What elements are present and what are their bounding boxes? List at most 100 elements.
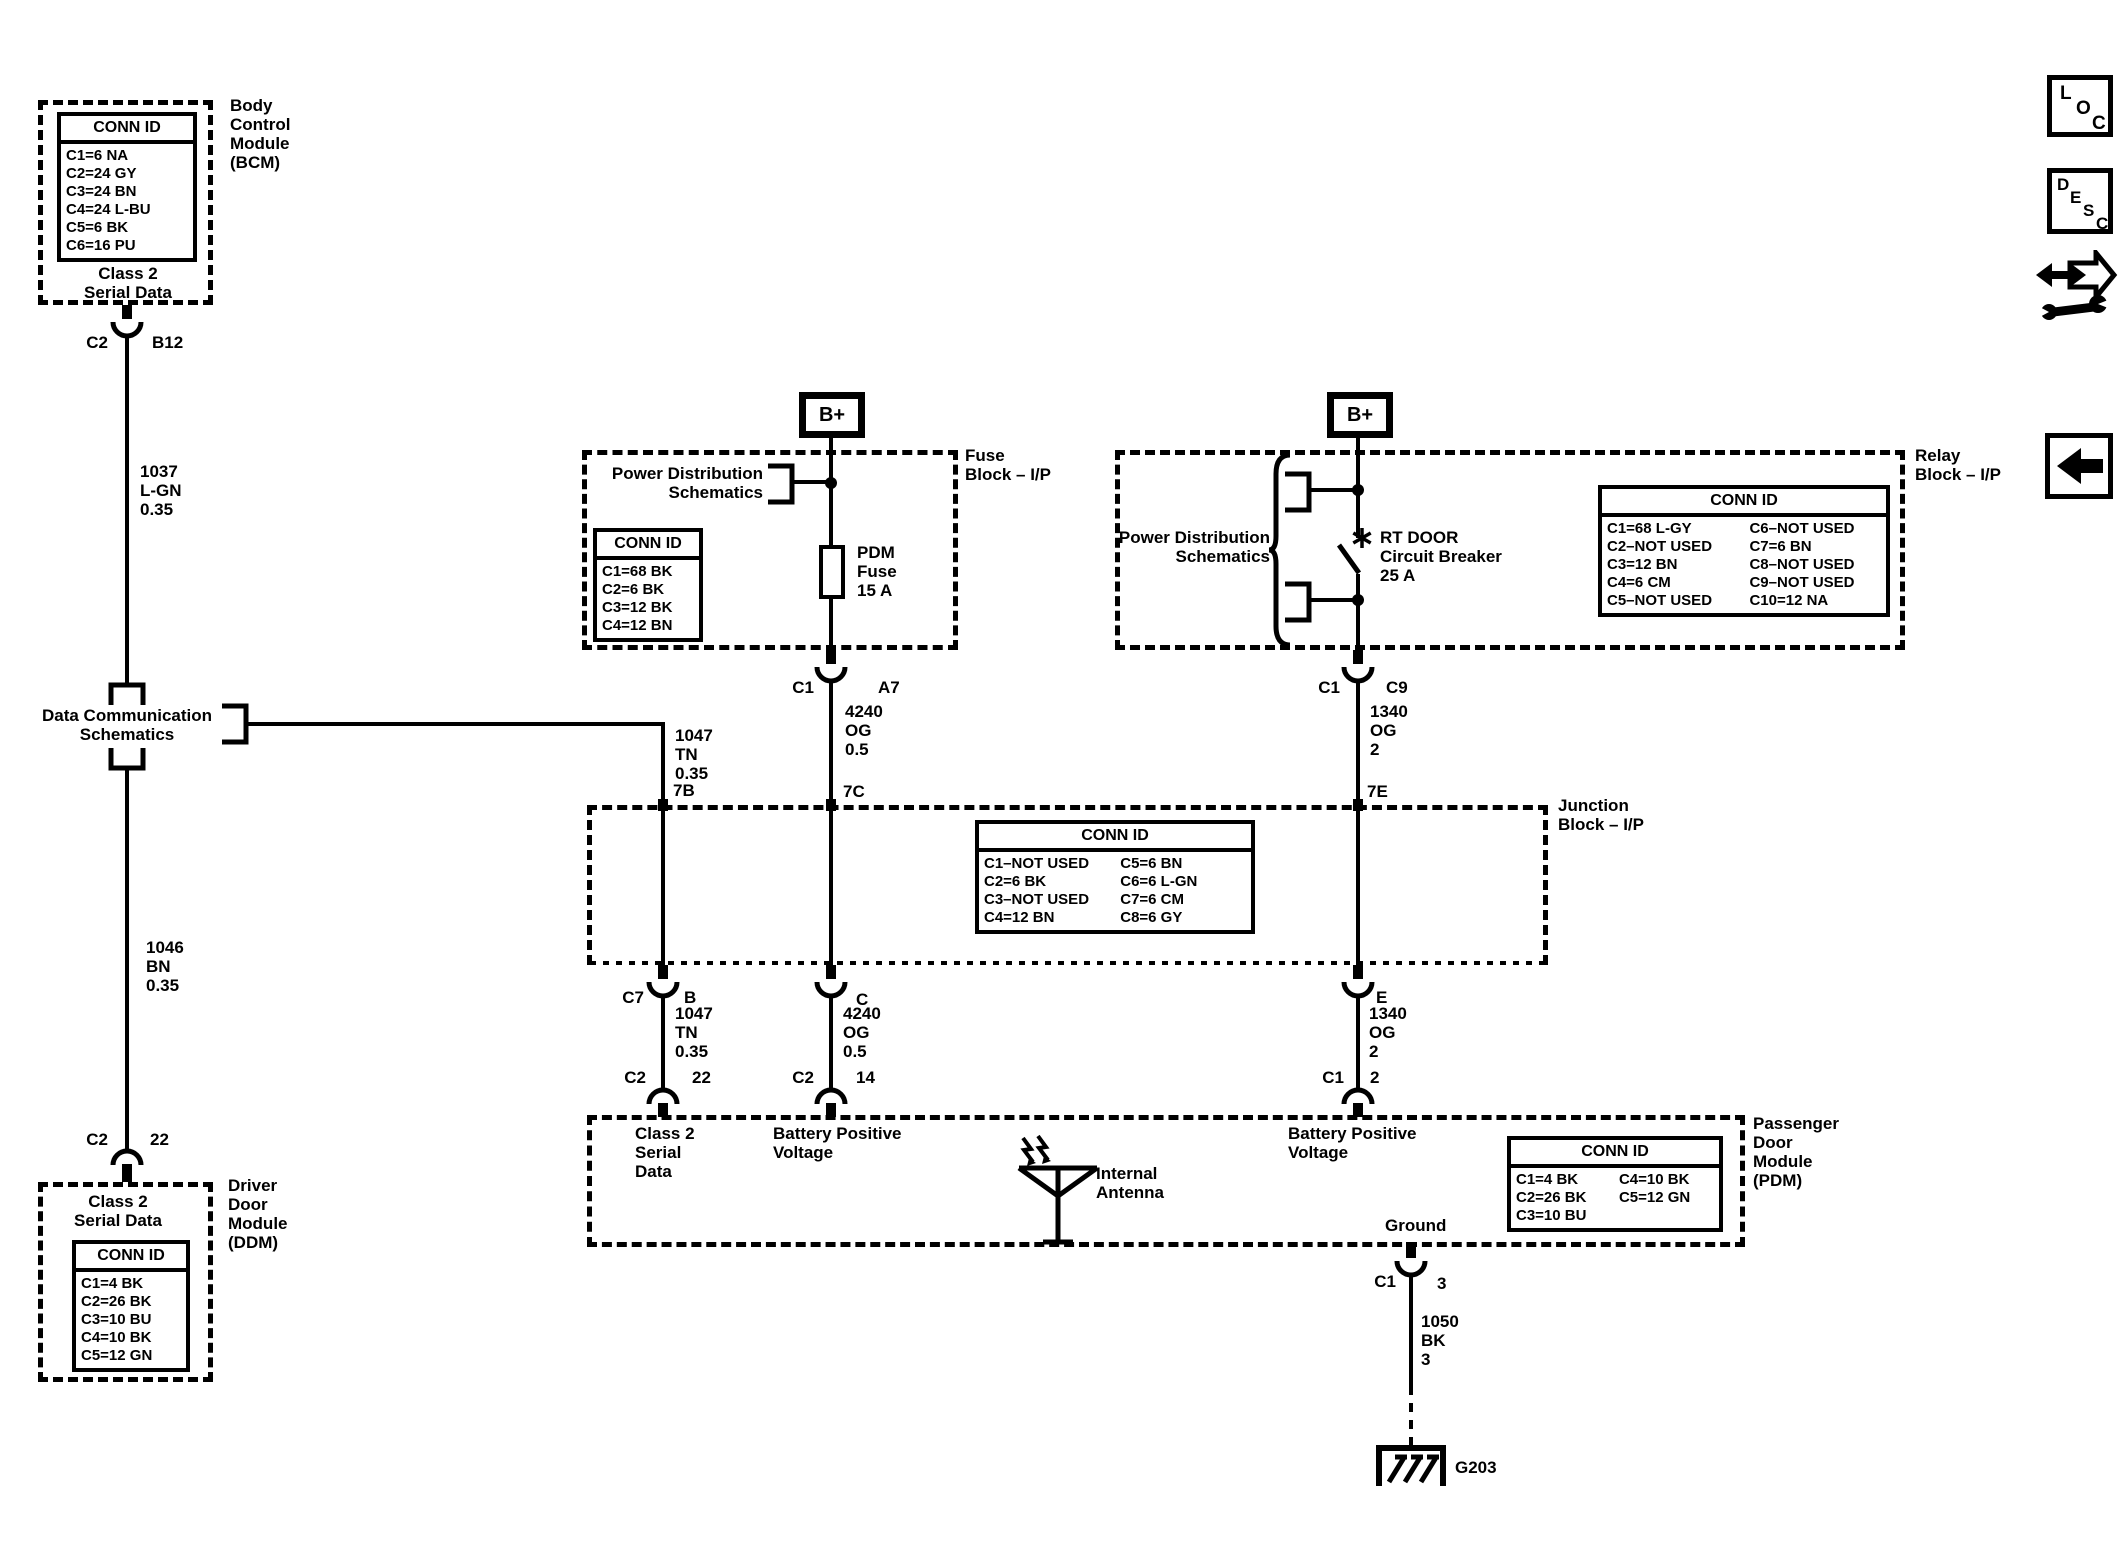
loc-icon[interactable]: L O C — [2047, 75, 2113, 137]
junction-entry-tick-right — [1353, 799, 1363, 811]
relay-pin-label-c9: C9 — [1386, 678, 1408, 697]
junction-exit-stub-right — [1353, 965, 1363, 979]
wire-1050-segment — [1409, 1274, 1413, 1386]
pdm-pin-label-c1: C1 — [1322, 1068, 1344, 1087]
wire-4240-lower-segment — [829, 996, 833, 1090]
pdm-module-box — [587, 1115, 1745, 1247]
junction-entry-tick-mid — [826, 799, 836, 811]
fuse-out-connector-stub — [826, 650, 836, 664]
ddm-pin-label-22: 22 — [150, 1130, 169, 1149]
ground-pin-label-3: 3 — [1437, 1274, 1447, 1293]
dcs-bracket-top-icon — [108, 682, 146, 705]
relay-block-box — [1115, 450, 1905, 650]
bcm-module-box — [38, 100, 213, 305]
bcm-conn-id-header: CONN ID — [61, 116, 193, 144]
conn-id-row: C4=24 L-BU — [66, 201, 151, 218]
internal-antenna-icon — [1017, 1134, 1099, 1245]
desc-letter-e: E — [2070, 188, 2082, 207]
ground-symbol-g203 — [1376, 1445, 1446, 1486]
relay-out-connector-stub — [1353, 650, 1363, 664]
junction-pin-label-c7: C7 — [622, 988, 644, 1007]
back-arrow-icon[interactable] — [2045, 433, 2113, 499]
junction-pin-label-c: C — [856, 990, 869, 1009]
fuse-pds-tap-wire — [790, 480, 831, 484]
b-plus-label-fuse: B+ — [818, 403, 846, 426]
wire-1050-dashed-segment — [1409, 1386, 1413, 1446]
relay-tap-bracket-bottom-icon — [1283, 580, 1315, 624]
junction-block-bottom-edge — [590, 961, 1545, 965]
b-plus-label-relay: B+ — [1346, 403, 1374, 426]
conn-id-row: C3=24 BN — [66, 183, 137, 200]
desc-letter-c: C — [2096, 214, 2109, 233]
bcm-pin-label-c2: C2 — [86, 333, 108, 352]
grid-ref-7e: 7E — [1367, 782, 1388, 801]
relay-tap-wire-top — [1307, 488, 1358, 492]
loc-letter-l: L — [2060, 83, 2072, 104]
conn-id-row: C2=26 BK — [81, 1293, 152, 1310]
junction-block-box — [587, 805, 1548, 965]
wiring-repair-icon[interactable] — [2036, 250, 2120, 324]
desc-icon[interactable]: D E S C — [2047, 168, 2113, 234]
conn-id-row: C1=68 BK — [602, 563, 673, 580]
conn-id-row: C3=12 BK — [602, 599, 673, 616]
pdm-ground-connector-stub — [1406, 1242, 1416, 1258]
conn-id-row: C5=6 BK — [66, 219, 129, 236]
ground-pin-label-c1: C1 — [1374, 1272, 1396, 1291]
conn-id-row: C6=16 PU — [66, 237, 136, 254]
fuse-conn-id-header: CONN ID — [597, 532, 699, 560]
b-plus-terminal-relay: B+ — [1327, 392, 1393, 438]
circuit-breaker-asterisk-icon — [1352, 528, 1372, 548]
pdm-ground-label: Ground — [1385, 1216, 1447, 1235]
relay-conn-id-header: CONN ID — [1602, 489, 1886, 517]
conn-id-row: C2=24 GY — [66, 165, 137, 182]
desc-letter-d: D — [2057, 175, 2070, 194]
pdm-fuse-symbol — [819, 545, 845, 599]
fuse-pds-bracket-icon — [766, 462, 798, 506]
conn-id-row: C2=6 BK — [602, 581, 665, 598]
relay-tap-wire-bottom — [1307, 598, 1358, 602]
conn-id-row: C4=10 BK — [81, 1329, 152, 1346]
wire-1047-lower-segment — [661, 996, 665, 1090]
wire-1037-segment — [125, 335, 129, 685]
left-arrow-glyph — [2057, 448, 2103, 484]
b-plus-terminal-fuse: B+ — [799, 392, 865, 438]
circuit-breaker-blade-icon — [1336, 543, 1362, 575]
conn-id-row: C3=10 BU — [81, 1311, 152, 1328]
conn-id-row: C1=6 NA — [66, 147, 129, 164]
bcm-connector-stub — [122, 305, 132, 319]
pdm-entry-stub-mid — [826, 1103, 836, 1117]
